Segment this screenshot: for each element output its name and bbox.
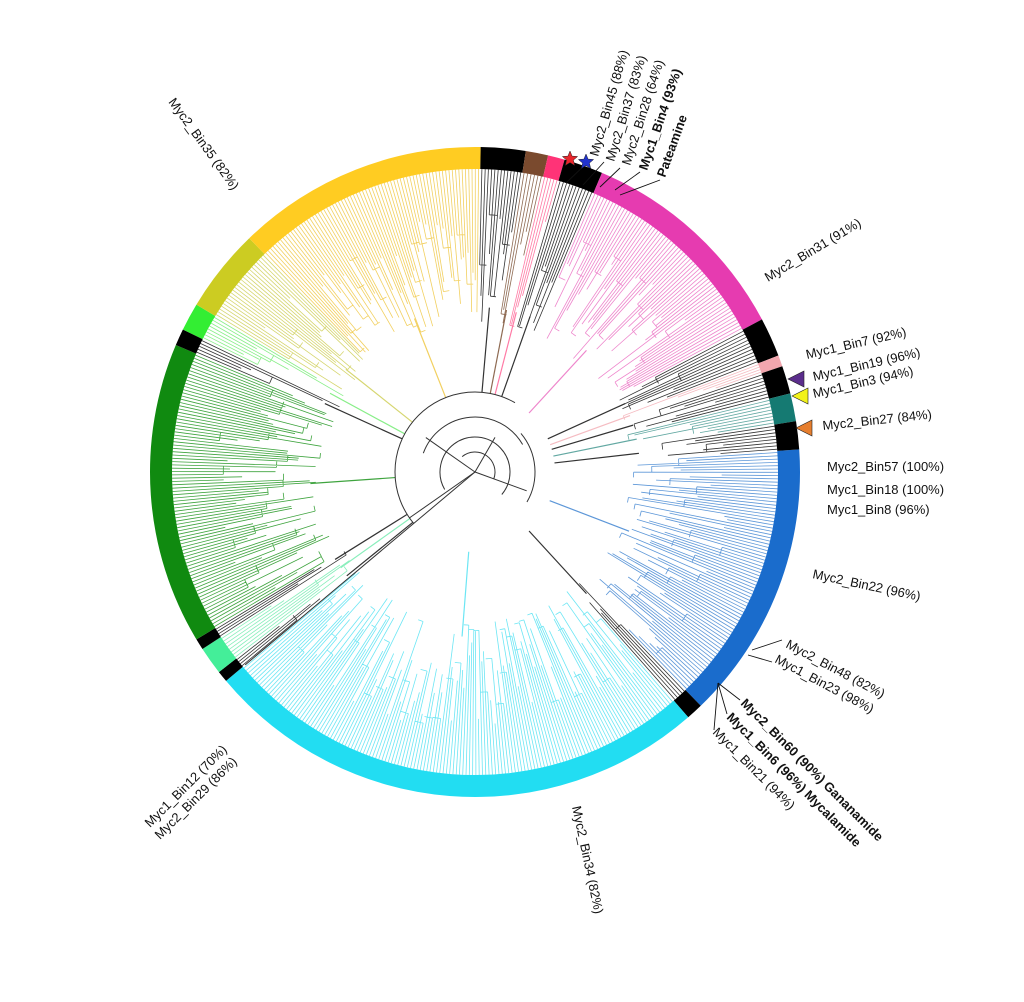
red-star-icon bbox=[561, 150, 579, 167]
clade-ring-magenta bbox=[593, 172, 762, 330]
clade-ring-black bbox=[218, 658, 243, 681]
branches-black bbox=[547, 330, 758, 440]
markers bbox=[561, 150, 813, 437]
clade-ring-brown bbox=[522, 151, 549, 177]
branches-gold bbox=[265, 168, 479, 398]
pointer-line bbox=[717, 682, 728, 715]
clade-ring-olive bbox=[196, 238, 265, 316]
branches-rose bbox=[494, 177, 558, 395]
clade-ring-black bbox=[558, 159, 602, 194]
clade-ring-black bbox=[175, 329, 203, 354]
clade-ring-green bbox=[150, 345, 216, 640]
yellow-triangle-icon bbox=[791, 387, 809, 405]
pointer-line bbox=[751, 639, 783, 651]
branches-black bbox=[528, 530, 685, 700]
label-pointers bbox=[565, 159, 783, 731]
branches-magenta bbox=[528, 193, 742, 414]
branches-black bbox=[196, 340, 403, 440]
clade-ring-cyan bbox=[226, 666, 689, 797]
tree-branches bbox=[171, 168, 779, 776]
clade-ring-black bbox=[196, 628, 221, 650]
branches-black bbox=[501, 181, 593, 397]
branches-lime bbox=[203, 317, 405, 435]
clade-ring-lime bbox=[182, 304, 216, 340]
branches-black bbox=[479, 169, 522, 393]
branches-mint bbox=[221, 517, 411, 658]
branches-teal bbox=[553, 399, 775, 457]
clade-ring bbox=[150, 147, 800, 797]
branches-black bbox=[554, 425, 778, 464]
branches-brown bbox=[489, 172, 542, 394]
branches-black bbox=[236, 521, 414, 667]
pointer-line bbox=[717, 682, 741, 701]
branches-black bbox=[551, 374, 769, 450]
label-myc1-bin8: Myc1_Bin8 (96%) bbox=[827, 502, 930, 517]
clade-ring-gold bbox=[249, 147, 481, 255]
pointer-line bbox=[747, 654, 773, 663]
pointer-line bbox=[619, 179, 661, 196]
blue-star-icon bbox=[577, 153, 595, 170]
pointer-line bbox=[599, 167, 621, 188]
branches-blue bbox=[549, 452, 779, 690]
clade-ring-rose bbox=[543, 155, 565, 181]
clade-ring-black bbox=[774, 421, 800, 451]
pointer-line bbox=[582, 161, 605, 186]
pointer-line bbox=[614, 171, 641, 191]
clade-ring-mint bbox=[202, 637, 237, 673]
clade-ring-teal bbox=[768, 393, 796, 425]
label-myc1-bin18: Myc1_Bin18 (100%) bbox=[827, 482, 944, 497]
clade-ring-pink bbox=[757, 355, 783, 374]
clade-ring-black bbox=[761, 366, 791, 399]
pointer-line bbox=[713, 682, 719, 731]
branches-cyan bbox=[243, 551, 673, 776]
purple-triangle-icon bbox=[787, 370, 805, 388]
clade-ring-black bbox=[742, 319, 779, 364]
tree-backbone bbox=[244, 391, 536, 666]
label-myc2-bin57: Myc2_Bin57 (100%) bbox=[827, 459, 944, 474]
orange-triangle-icon bbox=[795, 419, 813, 437]
branches-green bbox=[171, 354, 396, 627]
clade-ring-black bbox=[480, 147, 526, 173]
clade-ring-blue bbox=[685, 449, 800, 706]
branches-black bbox=[215, 513, 408, 637]
branches-olive bbox=[215, 254, 413, 423]
branches-pink bbox=[549, 364, 762, 446]
clade-ring-black bbox=[673, 689, 701, 718]
